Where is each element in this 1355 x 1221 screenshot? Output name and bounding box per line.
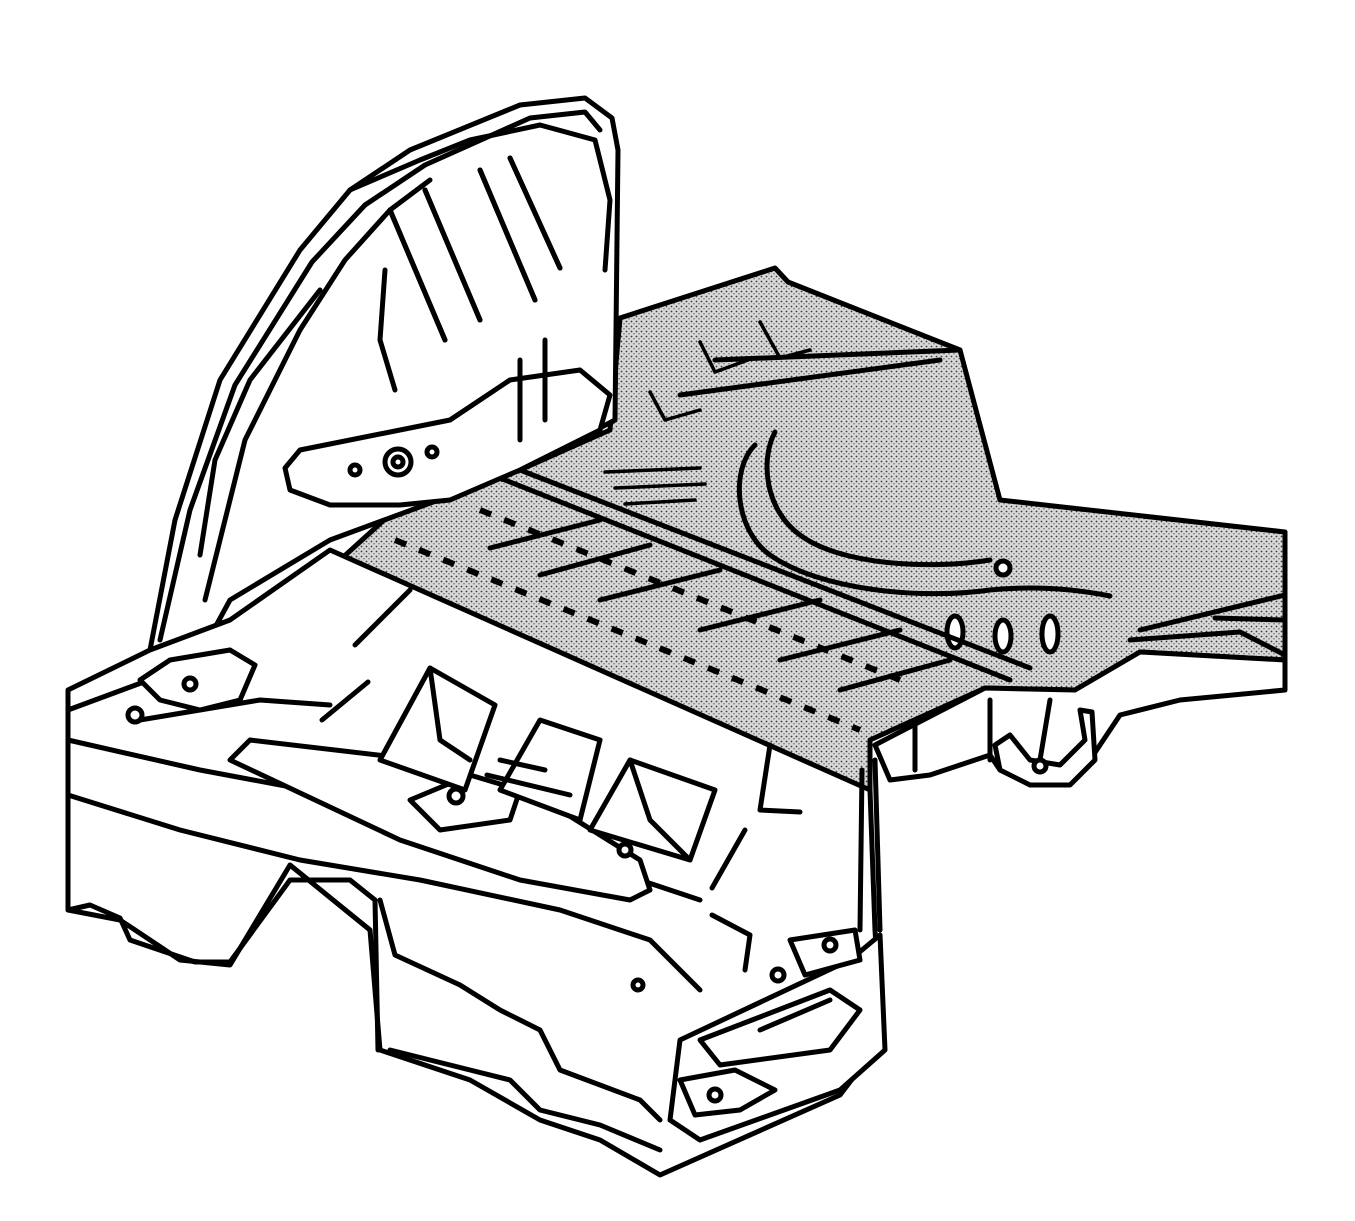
right-rear-sill [872,649,1288,788]
front-floor-pan [65,547,885,1178]
rear-crossmember [667,757,888,1143]
seat-back-bracket [147,95,621,658]
weld-seam [393,537,862,733]
